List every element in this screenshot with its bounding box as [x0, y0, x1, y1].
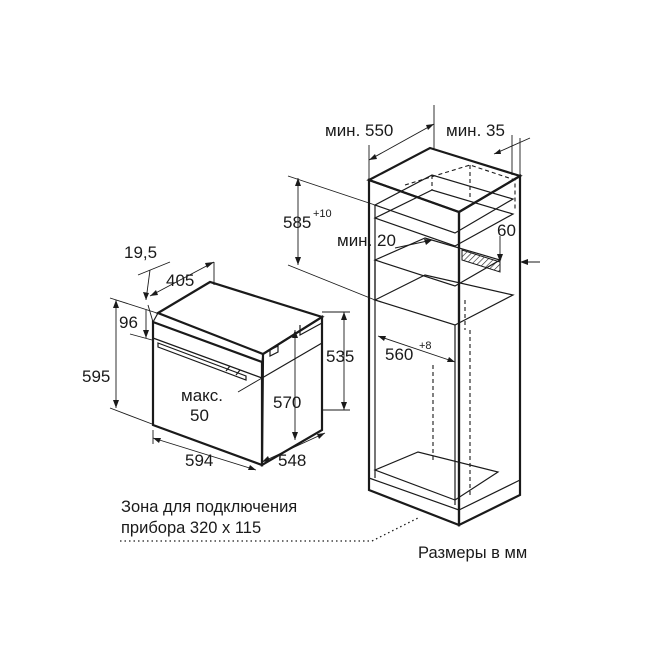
oven-drawing	[147, 280, 325, 467]
oven-width-label: 594	[185, 451, 213, 470]
oven-body-height-label: 535	[326, 347, 354, 366]
oven-top-offset-label: 96	[119, 313, 138, 332]
max-value-label: 50	[190, 406, 209, 425]
cabinet-min-depth-label: мин. 550	[325, 121, 393, 140]
connection-zone-line2: прибора 320 х 115	[121, 519, 261, 537]
cabinet-drawing	[366, 146, 523, 527]
oven-depth-total-label: 19,5	[124, 243, 157, 262]
oven-top-face	[155, 280, 325, 356]
units-note: Размеры в мм	[418, 544, 527, 562]
connection-zone-line1: Зона для подключения	[121, 498, 297, 516]
oven-inner-height-label: 570	[273, 393, 301, 412]
oven-dimensions	[109, 261, 350, 471]
cabinet-niche-width-tolerance: +8	[419, 340, 432, 352]
cabinet-top	[366, 146, 523, 214]
oven-handle	[157, 342, 247, 381]
cabinet-min-vent-label: мин. 20	[337, 231, 396, 250]
cabinet-min-back-label: мин. 35	[446, 121, 505, 140]
cabinet-dimensions	[287, 105, 540, 363]
cabinet-opening-height-tolerance: +10	[313, 208, 332, 220]
connection-zone-leader	[120, 516, 421, 542]
oven-front-height-label: 595	[82, 367, 110, 386]
vent-hatch	[461, 249, 501, 273]
oven-side-face	[260, 315, 324, 467]
max-label: макс.	[181, 386, 223, 405]
oven-depth-label: 548	[278, 451, 306, 470]
cabinet-niche-width-label: 560	[385, 345, 413, 364]
cabinet-opening-height-label: 585	[283, 213, 311, 232]
oven-body-depth-label: 405	[166, 271, 194, 290]
cabinet-vent-size-label: 60	[497, 221, 516, 240]
cabinet-side	[457, 174, 522, 527]
